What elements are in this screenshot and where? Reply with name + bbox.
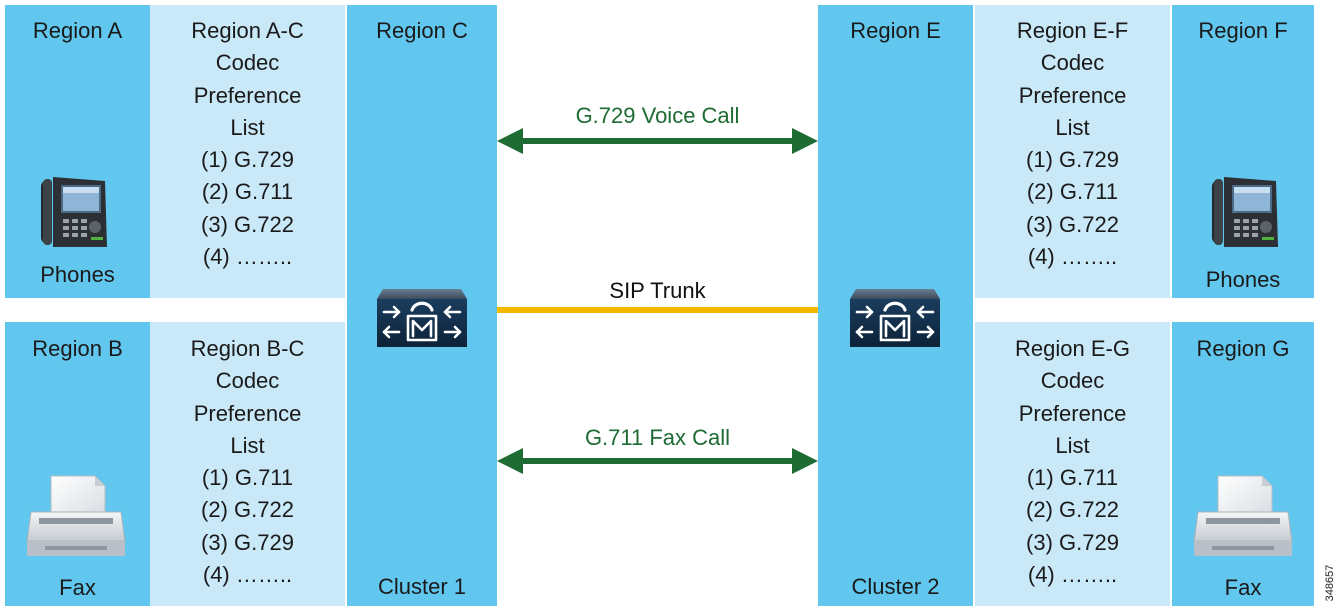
ip-phone-icon <box>41 177 107 247</box>
region-c-panel: Region C Cluster 1 <box>347 5 497 606</box>
codec-list-item: (3) G.722 <box>201 211 294 237</box>
region-g-device-label: Fax <box>1224 575 1262 600</box>
codec-list-item: (4) …….. <box>1027 562 1118 588</box>
codec-list-title-line: Region B-C <box>190 336 305 361</box>
voice-call-arrow <box>497 128 818 154</box>
codec-list-title-line: Preference <box>193 400 302 426</box>
codec-list-item: (4) …….. <box>202 244 293 270</box>
codec-list-item: (3) G.729 <box>201 529 294 555</box>
codec-list-title-line: List <box>1055 114 1090 140</box>
codec-list-item: (1) G.729 <box>201 147 294 173</box>
region-a-device-label: Phones <box>40 262 115 287</box>
codec-list-title-line: List <box>1055 432 1090 458</box>
codec-list-item: (2) G.722 <box>1026 497 1119 523</box>
codec-list-title-line: Codec <box>215 50 280 76</box>
region-e-panel: Region E Cluster 2 <box>818 5 973 606</box>
region-e-title: Region E <box>850 18 941 43</box>
codec-list-title-line: Codec <box>215 368 280 394</box>
fax-call-arrow <box>497 448 818 474</box>
call-manager-icon <box>377 289 467 347</box>
figure-code-text: 348657 <box>1324 564 1336 602</box>
codec-list-item: (4) …….. <box>202 562 293 588</box>
fax-printer-icon <box>26 475 126 556</box>
codec-list-title-line: Preference <box>1018 400 1127 426</box>
codec-list-title-line: Region E-G <box>1015 336 1130 361</box>
codec-list-item: (1) G.729 <box>1026 147 1119 173</box>
codec-list-item: (2) G.711 <box>201 179 294 205</box>
codec-list-item: (3) G.729 <box>1026 529 1119 555</box>
codec-list-item: (1) G.711 <box>201 465 294 491</box>
sip-trunk-line <box>497 307 818 313</box>
voice-call-label: G.729 Voice Call <box>575 103 740 128</box>
fax-printer-icon <box>1193 475 1293 556</box>
codec-list-e-g: Region E-G Codec Preference List (1) G.7… <box>975 322 1170 606</box>
codec-list-item: (1) G.711 <box>1026 465 1119 491</box>
ip-phone-icon <box>1212 177 1278 247</box>
region-c-title: Region C <box>376 18 468 43</box>
codec-list-title-line: Region E-F <box>1016 18 1129 43</box>
region-b-device-label: Fax <box>59 575 96 600</box>
codec-list-title-line: List <box>230 114 265 140</box>
region-e-cluster-label: Cluster 2 <box>851 574 940 599</box>
codec-list-title-line: Preference <box>1018 82 1127 108</box>
codec-list-item: (2) G.722 <box>201 497 294 523</box>
region-a-title: Region A <box>32 18 123 43</box>
sip-trunk-label: SIP Trunk <box>609 278 706 303</box>
region-a-panel: Region A Phones <box>5 5 150 298</box>
codec-list-item: (4) …….. <box>1027 244 1118 270</box>
codec-list-item: (2) G.711 <box>1026 179 1119 205</box>
codec-list-title-line: Codec <box>1040 368 1105 394</box>
figure-code: 348657 <box>1323 558 1337 608</box>
codec-list-a-c: Region A-C Codec Preference List (1) G.7… <box>150 5 345 298</box>
codec-list-title-line: Region A-C <box>191 18 304 43</box>
region-f-device-label: Phones <box>1205 267 1281 292</box>
region-b-title: Region B <box>32 336 123 361</box>
region-b-panel: Region B Fax <box>5 322 150 606</box>
call-manager-icon <box>850 289 940 347</box>
region-f-title: Region F <box>1198 18 1288 43</box>
region-c-cluster-label: Cluster 1 <box>377 574 467 599</box>
fax-call-label: G.711 Fax Call <box>584 425 731 450</box>
region-g-panel: Region G Fax <box>1172 322 1314 606</box>
codec-list-title-line: List <box>230 432 265 458</box>
codec-list-b-c: Region B-C Codec Preference List (1) G.7… <box>150 322 345 606</box>
region-g-title: Region G <box>1196 336 1290 361</box>
codec-list-title-line: Codec <box>1040 50 1105 76</box>
codec-list-e-f: Region E-F Codec Preference List (1) G.7… <box>975 5 1170 298</box>
codec-list-title-line: Preference <box>193 82 302 108</box>
region-f-panel: Region F Phones <box>1172 5 1314 298</box>
codec-list-item: (3) G.722 <box>1026 211 1119 237</box>
